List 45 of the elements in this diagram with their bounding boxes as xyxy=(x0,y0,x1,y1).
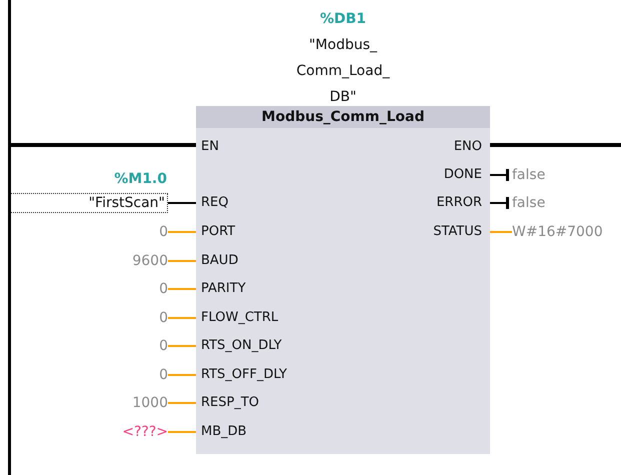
parameter-value: 0 xyxy=(88,221,168,243)
connection-line xyxy=(168,288,196,290)
parameter-value: 1000 xyxy=(88,392,168,414)
parameter-value: 0 xyxy=(88,364,168,386)
connection-line xyxy=(168,345,196,347)
block-title: Modbus_Comm_Load xyxy=(196,106,490,128)
connection-line xyxy=(168,260,196,262)
pin-label: RESP_TO xyxy=(196,392,326,414)
pin-label: BAUD xyxy=(196,250,326,272)
connection-line xyxy=(490,197,509,209)
variable-address: %M1.0 xyxy=(114,170,167,189)
pin-label: FLOW_CTRL xyxy=(196,307,326,329)
connection-line xyxy=(168,402,196,404)
pin-label: RTS_OFF_DLY xyxy=(196,364,326,386)
power-rail xyxy=(8,0,11,475)
pin-label: PARITY xyxy=(196,278,326,300)
parameter-value: false xyxy=(512,164,618,186)
connection-line xyxy=(168,231,196,233)
parameter-value: 0 xyxy=(88,335,168,357)
connection-line xyxy=(168,374,196,376)
variable-name: "FirstScan" xyxy=(88,195,165,211)
pin-label: RTS_ON_DLY xyxy=(196,335,326,357)
pin-label: ENO xyxy=(360,136,490,158)
connection-line xyxy=(490,231,512,233)
connection-line xyxy=(168,202,196,204)
parameter-value: <???> xyxy=(88,421,168,443)
connection-line xyxy=(490,169,509,181)
pin-label: ERROR xyxy=(360,192,490,214)
instance-address: %DB1 xyxy=(320,10,366,29)
pin-label: DONE xyxy=(360,164,490,186)
parameter-value: 0 xyxy=(88,307,168,329)
instance-name: "Modbus_ Comm_Load_ DB" xyxy=(295,36,391,107)
pin-label: EN xyxy=(196,136,326,158)
connection-line xyxy=(168,317,196,319)
parameter-value: 0 xyxy=(88,278,168,300)
parameter-value: W#16#7000 xyxy=(512,221,618,243)
parameter-value: false xyxy=(512,192,618,214)
connection-line xyxy=(490,143,621,147)
parameter-value: 9600 xyxy=(88,250,168,272)
connection-line xyxy=(168,431,196,433)
connection-line xyxy=(11,143,196,147)
pin-label: REQ xyxy=(196,192,326,214)
pin-label: MB_DB xyxy=(196,421,326,443)
pin-label: STATUS xyxy=(360,221,490,243)
pin-label: PORT xyxy=(196,221,326,243)
